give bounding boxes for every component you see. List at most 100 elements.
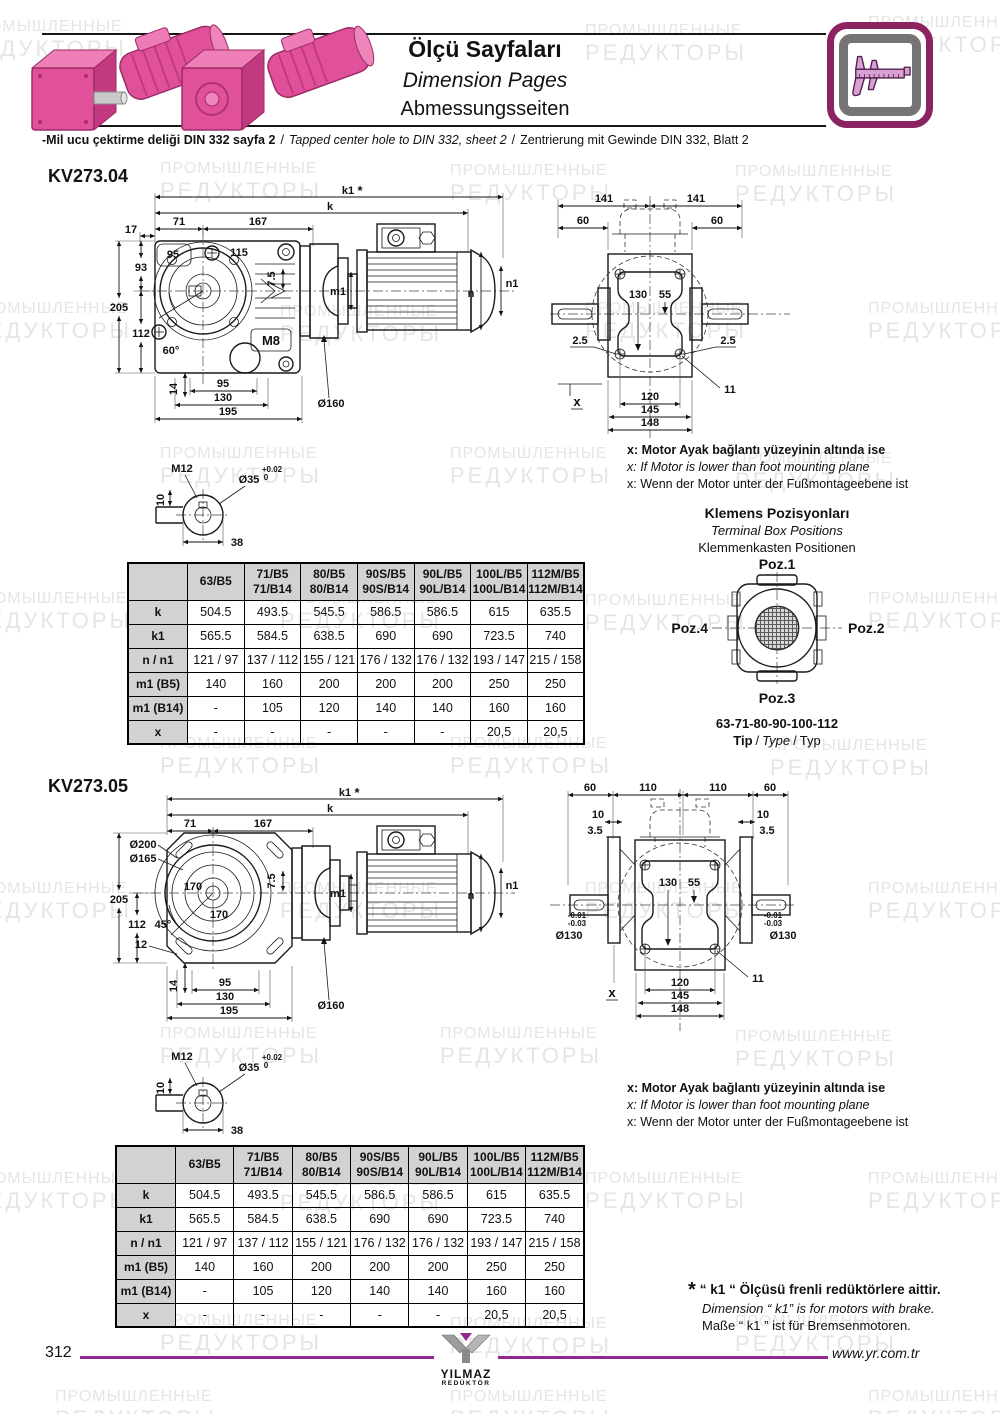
dim-110-left: 110 bbox=[639, 782, 657, 794]
dim-205: 205 bbox=[110, 302, 128, 314]
kv27304-shaft-detail: M12 10 Ø35 +0.02 0 38 bbox=[155, 463, 283, 549]
dim-o130-left: Ø130 bbox=[556, 930, 583, 942]
shaft-dim-tol-top: +0.02 bbox=[262, 1053, 283, 1062]
table-cell: 176 / 132 bbox=[350, 1230, 410, 1256]
dim-205: 205 bbox=[110, 894, 128, 906]
shaft-dim-o35: Ø35 bbox=[239, 1062, 260, 1074]
motor-fan-hatch bbox=[755, 606, 799, 650]
table-cell: - bbox=[413, 719, 472, 745]
dim-115: 115 bbox=[230, 247, 248, 259]
kv27305-rear-drawing: 60 110 110 60 10 3.5 10 3.5 130 55 bbox=[550, 782, 796, 1031]
tip-label-german: Typ bbox=[799, 733, 821, 748]
dim-x: x bbox=[608, 985, 616, 1000]
dim-95-bottom: 95 bbox=[217, 378, 229, 390]
dim-195: 195 bbox=[219, 406, 237, 418]
motor-type-range: 63-71-80-90-100-112 bbox=[715, 716, 839, 731]
table-cell: 20,5 bbox=[466, 1302, 527, 1328]
dim-tol-left-1: -0.01 bbox=[568, 911, 587, 920]
dim-60-right: 60 bbox=[711, 215, 723, 227]
kv27304-rear-drawing: 141 141 60 60 130 55 2.5 2.5 bbox=[550, 193, 790, 438]
dim-60-right: 60 bbox=[764, 782, 776, 794]
table-cell: 160 bbox=[243, 671, 302, 697]
dim-tol-right-2: -0.03 bbox=[764, 919, 783, 928]
caliper-icon bbox=[852, 55, 911, 97]
table-cell: 160 bbox=[526, 695, 585, 721]
section-title-kv27304: KV273.04 bbox=[48, 166, 129, 186]
shaft-dim-tol-bottom: 0 bbox=[264, 473, 269, 482]
table-row-label: m1 (B5) bbox=[115, 1254, 176, 1280]
table-cell: - bbox=[243, 719, 302, 745]
table-cell: 140 bbox=[356, 695, 415, 721]
dim-195: 195 bbox=[220, 1005, 238, 1017]
din-note-turkish: -Mil ucu çektirme deliği DIN 332 sayfa 2 bbox=[42, 133, 276, 147]
dim-145: 145 bbox=[671, 990, 689, 1002]
table-cell: 20,5 bbox=[526, 719, 585, 745]
table-cell: 740 bbox=[525, 1206, 585, 1232]
table-cell: 140 bbox=[350, 1278, 410, 1304]
dim-n: n bbox=[468, 890, 475, 902]
table-cell: 160 bbox=[470, 695, 528, 721]
kv27305-shaft-detail: M12 10 Ø35 +0.02 0 38 bbox=[155, 1051, 283, 1137]
table-cell: 140 bbox=[408, 1278, 468, 1304]
dim-x: x bbox=[573, 394, 581, 409]
dim-17: 17 bbox=[125, 224, 137, 236]
table-cell: 140 bbox=[174, 1254, 235, 1280]
dim-110-right: 110 bbox=[709, 782, 727, 794]
separator: / bbox=[755, 733, 760, 748]
table-cell: - bbox=[300, 719, 358, 745]
footnote-star: * bbox=[688, 1279, 696, 1301]
yilmaz-logo-mark bbox=[441, 1333, 491, 1363]
table-cell: 635.5 bbox=[526, 599, 585, 625]
footer-rule-right bbox=[498, 1356, 828, 1359]
table-cell: 160 bbox=[525, 1278, 585, 1304]
terminal-box-title: Klemens Pozisyonları Terminal Box Positi… bbox=[662, 505, 892, 556]
table-cell: - bbox=[174, 1302, 235, 1328]
shaft-dim-o35: Ø35 bbox=[239, 474, 260, 486]
dim-120: 120 bbox=[671, 977, 689, 989]
table-cell: 137 / 112 bbox=[233, 1230, 293, 1256]
table-cell: - bbox=[408, 1302, 468, 1328]
table-cell: 638.5 bbox=[300, 623, 358, 649]
table-cell: 565.5 bbox=[174, 1206, 235, 1232]
table-cell: - bbox=[233, 1302, 293, 1328]
footer-rule-left bbox=[80, 1356, 434, 1359]
table-cell: 200 bbox=[408, 1254, 468, 1280]
table-cell: 120 bbox=[291, 1278, 352, 1304]
table-cell: 586.5 bbox=[413, 599, 472, 625]
table-cell: 250 bbox=[470, 671, 528, 697]
dim-11: 11 bbox=[724, 384, 736, 396]
separator: / bbox=[793, 733, 797, 748]
dim-m1: m1 bbox=[330, 888, 346, 900]
table-cell: 740 bbox=[526, 623, 585, 649]
dim-7-5: 7.5 bbox=[266, 873, 278, 888]
table-cell: 20,5 bbox=[525, 1302, 585, 1328]
dim-k1: k1 bbox=[339, 787, 351, 799]
dim-k1: k1 bbox=[342, 185, 354, 197]
x-note-german: x: Wenn der Motor unter der Fußmontageeb… bbox=[627, 1115, 909, 1129]
din-note-german: Zentrierung mit Gewinde DIN 332, Blatt 2 bbox=[520, 133, 749, 147]
table-cell: 586.5 bbox=[350, 1182, 410, 1208]
table-cell: 200 bbox=[300, 671, 358, 697]
table-cell: 155 / 121 bbox=[300, 647, 358, 673]
tip-label-turkish: Tip bbox=[733, 733, 753, 748]
table-cell: 215 / 158 bbox=[525, 1230, 585, 1256]
dim-14: 14 bbox=[168, 382, 180, 395]
shaft-dim-10: 10 bbox=[155, 494, 167, 506]
dim-130-center: 130 bbox=[659, 877, 677, 889]
table-cell: 193 / 147 bbox=[466, 1230, 527, 1256]
table-cell: 493.5 bbox=[243, 599, 302, 625]
table-row-label: k bbox=[127, 599, 188, 625]
footnote-turkish: “ k1 “ Ölçüsü frenli redüktörlere aittir… bbox=[699, 1282, 941, 1297]
page-number: 312 bbox=[45, 1344, 72, 1361]
